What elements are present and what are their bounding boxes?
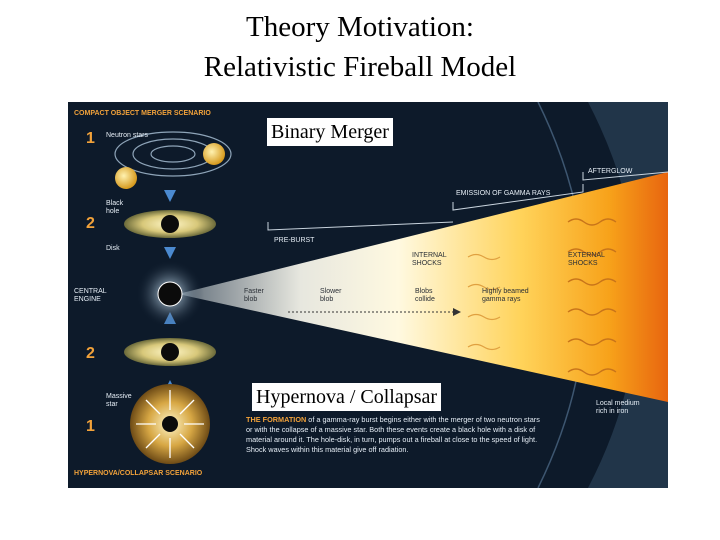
collapsar-scenario-label: HYPERNOVA/COLLAPSAR SCENARIO: [74, 470, 203, 477]
figure-graphics: [114, 102, 668, 488]
merger-scenario-label: COMPACT OBJECT MERGER SCENARIO: [74, 110, 211, 117]
faster-blob-label: Faster blob: [244, 288, 264, 303]
internal-shocks-label: INTERNAL SHOCKS: [412, 252, 447, 267]
collapsing-core: [162, 416, 178, 432]
disk-label: Disk: [106, 245, 120, 252]
fireball-beam: [178, 172, 668, 402]
highly-beamed-label: Highly beamed gamma rays: [482, 288, 529, 303]
binary-merger-label: Binary Merger: [267, 118, 393, 146]
central-engine-label: CENTRAL ENGINE: [74, 288, 107, 303]
external-shock-lines: [567, 218, 617, 376]
pre-burst-label: PRE-BURST: [274, 237, 315, 244]
afterglow-label: AFTERGLOW: [588, 168, 633, 175]
external-shocks-label: EXTERNAL SHOCKS: [568, 252, 605, 267]
fireball-model-figure: COMPACT OBJECT MERGER SCENARIO 1 Neutron…: [68, 102, 668, 488]
black-hole-label: Black hole: [106, 200, 124, 215]
emission-label: EMISSION OF GAMMA RAYS: [456, 190, 551, 197]
caption-lead: THE FORMATION: [246, 415, 307, 424]
slide-title-line-2: Relativistic Fireball Model: [203, 51, 517, 83]
hypernova-collapsar-label: Hypernova / Collapsar: [252, 383, 442, 411]
massive-star-label: Massive star: [106, 393, 132, 408]
slower-blob-label: Slower blob: [320, 288, 342, 303]
step-2-top: 2: [86, 215, 95, 232]
internal-shock-lines: [467, 253, 501, 351]
blobs-collide-label: Blobs collide: [415, 288, 435, 303]
step-1-bottom: 1: [86, 418, 95, 435]
step-1-top: 1: [86, 130, 95, 147]
neutron-stars-label: Neutron stars: [106, 132, 149, 139]
local-medium-label: Local medium rich in iron: [596, 400, 640, 415]
neutron-star-spiral: [114, 131, 232, 189]
slide-title-line-1: Theory Motivation:: [246, 11, 474, 43]
black-hole-top: [161, 215, 179, 233]
blob-arrow: [453, 308, 461, 316]
step-2-bottom: 2: [86, 345, 95, 362]
central-engine-hole: [157, 281, 183, 307]
figure-caption: THE FORMATION of a gamma-ray burst begin…: [246, 415, 546, 455]
phase-brackets: [267, 171, 668, 231]
black-hole-bottom: [161, 343, 179, 361]
collapse-arrows: [136, 390, 204, 458]
caption-body: of a gamma-ray burst begins either with …: [246, 415, 540, 454]
